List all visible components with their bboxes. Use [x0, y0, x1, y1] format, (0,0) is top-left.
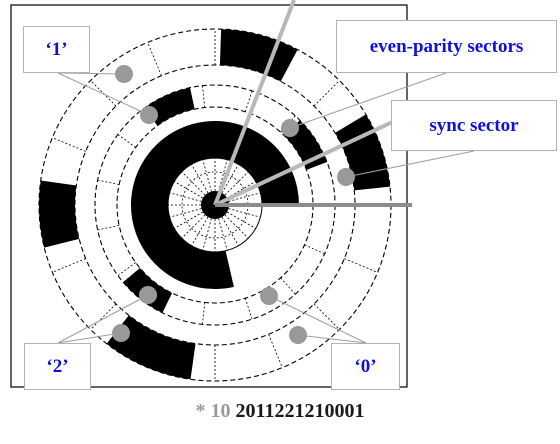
callout-two: ‘2’: [24, 343, 91, 390]
outer-black-sector-left: [39, 180, 80, 248]
hub-divider: [221, 216, 239, 246]
outer-divider: [147, 334, 162, 368]
outer-divider: [268, 334, 283, 368]
outer-divider: [52, 258, 86, 273]
sector-dividers: [39, 29, 391, 381]
leader-lines: [57, 72, 475, 344]
outer-divider: [90, 303, 117, 330]
outer-divider: [344, 258, 378, 273]
outer-divider: [313, 303, 340, 330]
hub-divider: [181, 214, 206, 239]
marker-zero-middle: [260, 287, 278, 305]
hub-divider: [228, 208, 261, 218]
marker-one-middle: [140, 106, 158, 124]
marker-two-middle: [139, 286, 157, 304]
hub-divider: [174, 181, 204, 199]
marker-two-outer: [112, 324, 130, 342]
callout-even-parity-sectors: even-parity sectors: [336, 20, 557, 73]
hub-divider: [174, 211, 204, 229]
outer-divider: [313, 80, 340, 107]
hub-divider: [191, 164, 209, 194]
hub-divider: [191, 216, 209, 246]
hub-divider: [181, 171, 206, 196]
hub-divider: [218, 159, 228, 192]
hub-divider: [202, 159, 212, 192]
hub-divider: [221, 164, 239, 194]
callout-zero: ‘0’: [331, 343, 400, 390]
callout-one: ‘1’: [23, 26, 90, 73]
caption-prefix: * 10: [195, 400, 231, 422]
hub-divider: [218, 218, 228, 251]
marker-zero-outer: [289, 326, 307, 344]
hub-divider: [169, 208, 202, 218]
code-caption: * 10 2011221210001: [0, 400, 560, 423]
hub-divider: [169, 192, 202, 202]
hub-divider: [224, 171, 249, 196]
marker-sync: [337, 168, 355, 186]
outer-divider: [52, 137, 86, 152]
marker-one-outer: [115, 65, 133, 83]
outer-divider: [90, 80, 117, 107]
caption-code: 2011221210001: [235, 400, 365, 422]
hub-divider: [228, 192, 261, 202]
hub-divider: [224, 214, 249, 239]
outer-divider: [344, 137, 378, 152]
hub-divider: [226, 211, 256, 229]
inner-black-ring: [131, 121, 299, 289]
hub-divider: [202, 218, 212, 251]
marker-even-parity: [281, 119, 299, 137]
pointer-sync: [214, 116, 402, 207]
pointer-upper: [213, 0, 296, 206]
callout-sync-sector: sync sector: [391, 100, 557, 151]
outer-divider: [147, 42, 162, 76]
sector-markers: [112, 65, 355, 344]
